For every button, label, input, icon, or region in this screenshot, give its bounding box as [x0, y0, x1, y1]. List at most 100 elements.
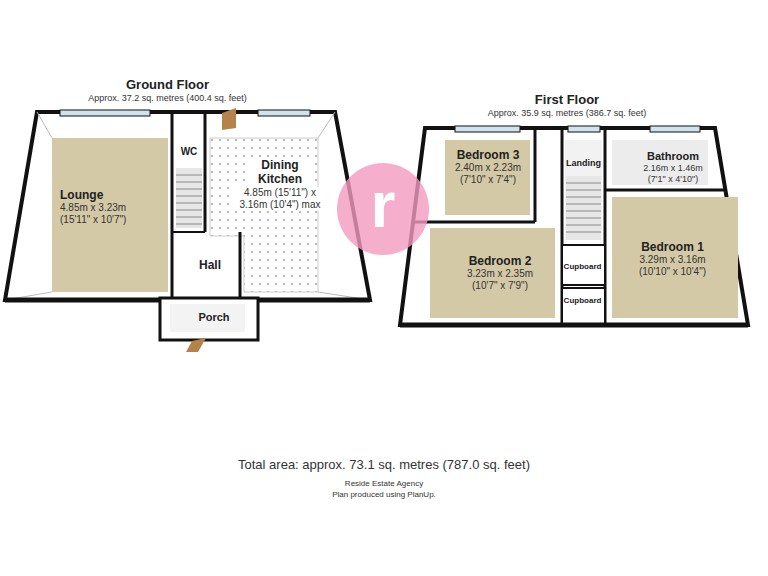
room-dimension: (10'10" x 10'4") [619, 266, 726, 278]
room-dimension: Approx. 35.9 sq. metres (386.7 sq. feet) [467, 108, 667, 119]
room-dimension: 4.85m (15'11") x 3.16m (10'4") max [233, 187, 328, 211]
tread [566, 197, 601, 198]
room: Landing [562, 158, 605, 169]
room-dimension: (15'11" x 10'7") [60, 214, 177, 226]
wall [534, 128, 537, 222]
room-dimension: 3.23m x 2.35m [449, 268, 551, 280]
room-name: Ground Floor [20, 77, 315, 93]
logo-circle [337, 163, 429, 255]
tread [176, 175, 202, 176]
window [258, 110, 310, 116]
room-name: Cupboard [561, 262, 604, 272]
wall [605, 189, 724, 192]
credit-note: Reside Estate Agency [0, 478, 768, 489]
room-name: Hall [184, 258, 236, 272]
room-dimension: 2.16m x 1.46m [632, 163, 714, 174]
total-area-caption: Total area: approx. 73.1 sq. metres (787… [0, 457, 768, 472]
window [60, 110, 150, 116]
floor-region: Ground FloorApprox. 37.2 sq. metres (400… [0, 75, 380, 345]
room: Bedroom 13.29m x 3.16m(10'10" x 10'4") [619, 240, 726, 278]
wall [5, 298, 160, 303]
wall [413, 221, 535, 224]
room-name: First Floor [467, 92, 667, 108]
room-dimension: (7'10" x 7'4") [442, 174, 534, 186]
cupboard [562, 288, 605, 325]
room-name: Bedroom 1 [619, 240, 726, 254]
wall [239, 232, 242, 300]
wall [204, 112, 207, 232]
room: Cupboard [561, 262, 604, 272]
wall [258, 298, 370, 303]
room: Cupboard [561, 296, 604, 306]
tread [566, 225, 601, 226]
perspective-line [37, 112, 52, 138]
perspective-line [318, 112, 335, 138]
room: Lounge4.85m x 3.23m(15'11" x 10'7") [60, 188, 177, 226]
room: Dining Kitchen4.85m (15'11") x 3.16m (10… [225, 158, 335, 211]
room: Bedroom 23.23m x 2.35m(10'7" x 7'9") [449, 254, 551, 292]
room-name: Lounge [60, 188, 177, 202]
room-name: Landing [562, 158, 605, 169]
tread [176, 224, 202, 225]
tread [176, 217, 202, 218]
room-name: Bathroom [632, 150, 714, 163]
porch-floor [170, 304, 245, 332]
stairs [566, 176, 601, 240]
bedroom-floor [612, 197, 738, 318]
tread [176, 196, 202, 197]
credit-note: Plan produced using PlanUp. [0, 489, 768, 500]
stair-treads [566, 183, 601, 232]
tread [566, 190, 601, 191]
door [186, 338, 206, 352]
room-dimension: (10'7" x 7'9") [449, 280, 551, 292]
room-name: Porch [183, 311, 245, 324]
tread [176, 210, 202, 211]
first-floor-plan [400, 126, 748, 325]
window [455, 126, 520, 132]
room-name: WC [172, 146, 206, 158]
room-name: Bedroom 3 [442, 148, 534, 162]
tread [176, 203, 202, 204]
room: Bathroom2.16m x 1.46m(7'1" x 4'10") [632, 150, 714, 185]
wall [172, 231, 205, 233]
porch-wall [160, 298, 258, 340]
tread [566, 211, 601, 212]
room-name: Cupboard [561, 296, 604, 306]
room-dimension: 4.85m x 3.23m [60, 202, 177, 214]
door [222, 108, 236, 130]
room: Porch [183, 311, 245, 324]
room-dimension: (7'1" x 4'10") [632, 174, 714, 185]
stairs [176, 168, 202, 228]
tread [566, 204, 601, 205]
floor-region: First FloorApprox. 35.9 sq. metres (386.… [395, 90, 768, 335]
floor-heading: First FloorApprox. 35.9 sq. metres (386.… [467, 92, 667, 118]
room: WC [172, 146, 206, 158]
wall [400, 323, 748, 328]
tread [566, 232, 601, 233]
room-dimension: 2.40m x 2.23m [442, 162, 534, 174]
ground-floor-plan [5, 108, 370, 352]
floor-heading: Ground FloorApprox. 37.2 sq. metres (400… [20, 77, 315, 103]
cupboard [562, 245, 605, 285]
room: Bedroom 32.40m x 2.23m(7'10" x 7'4") [442, 148, 534, 186]
tread [566, 218, 601, 219]
tread [176, 189, 202, 190]
landing-floor [565, 140, 602, 240]
tread [176, 182, 202, 183]
room-name: Bedroom 2 [449, 254, 551, 268]
kitchen-floor [210, 138, 318, 292]
window [650, 126, 700, 132]
logo-letter: r [353, 170, 413, 240]
bedroom-floor [430, 228, 555, 318]
room: Hall [184, 258, 236, 272]
room-dimension: 3.29m x 3.16m [619, 254, 726, 266]
tread [566, 183, 601, 184]
room-name: Dining Kitchen [250, 158, 310, 187]
room-dimension: Approx. 37.2 sq. metres (400.4 sq. feet) [20, 93, 315, 104]
outer-wall [400, 128, 748, 325]
window [568, 126, 600, 132]
stair-treads [176, 175, 202, 224]
outer-wall [5, 112, 370, 300]
